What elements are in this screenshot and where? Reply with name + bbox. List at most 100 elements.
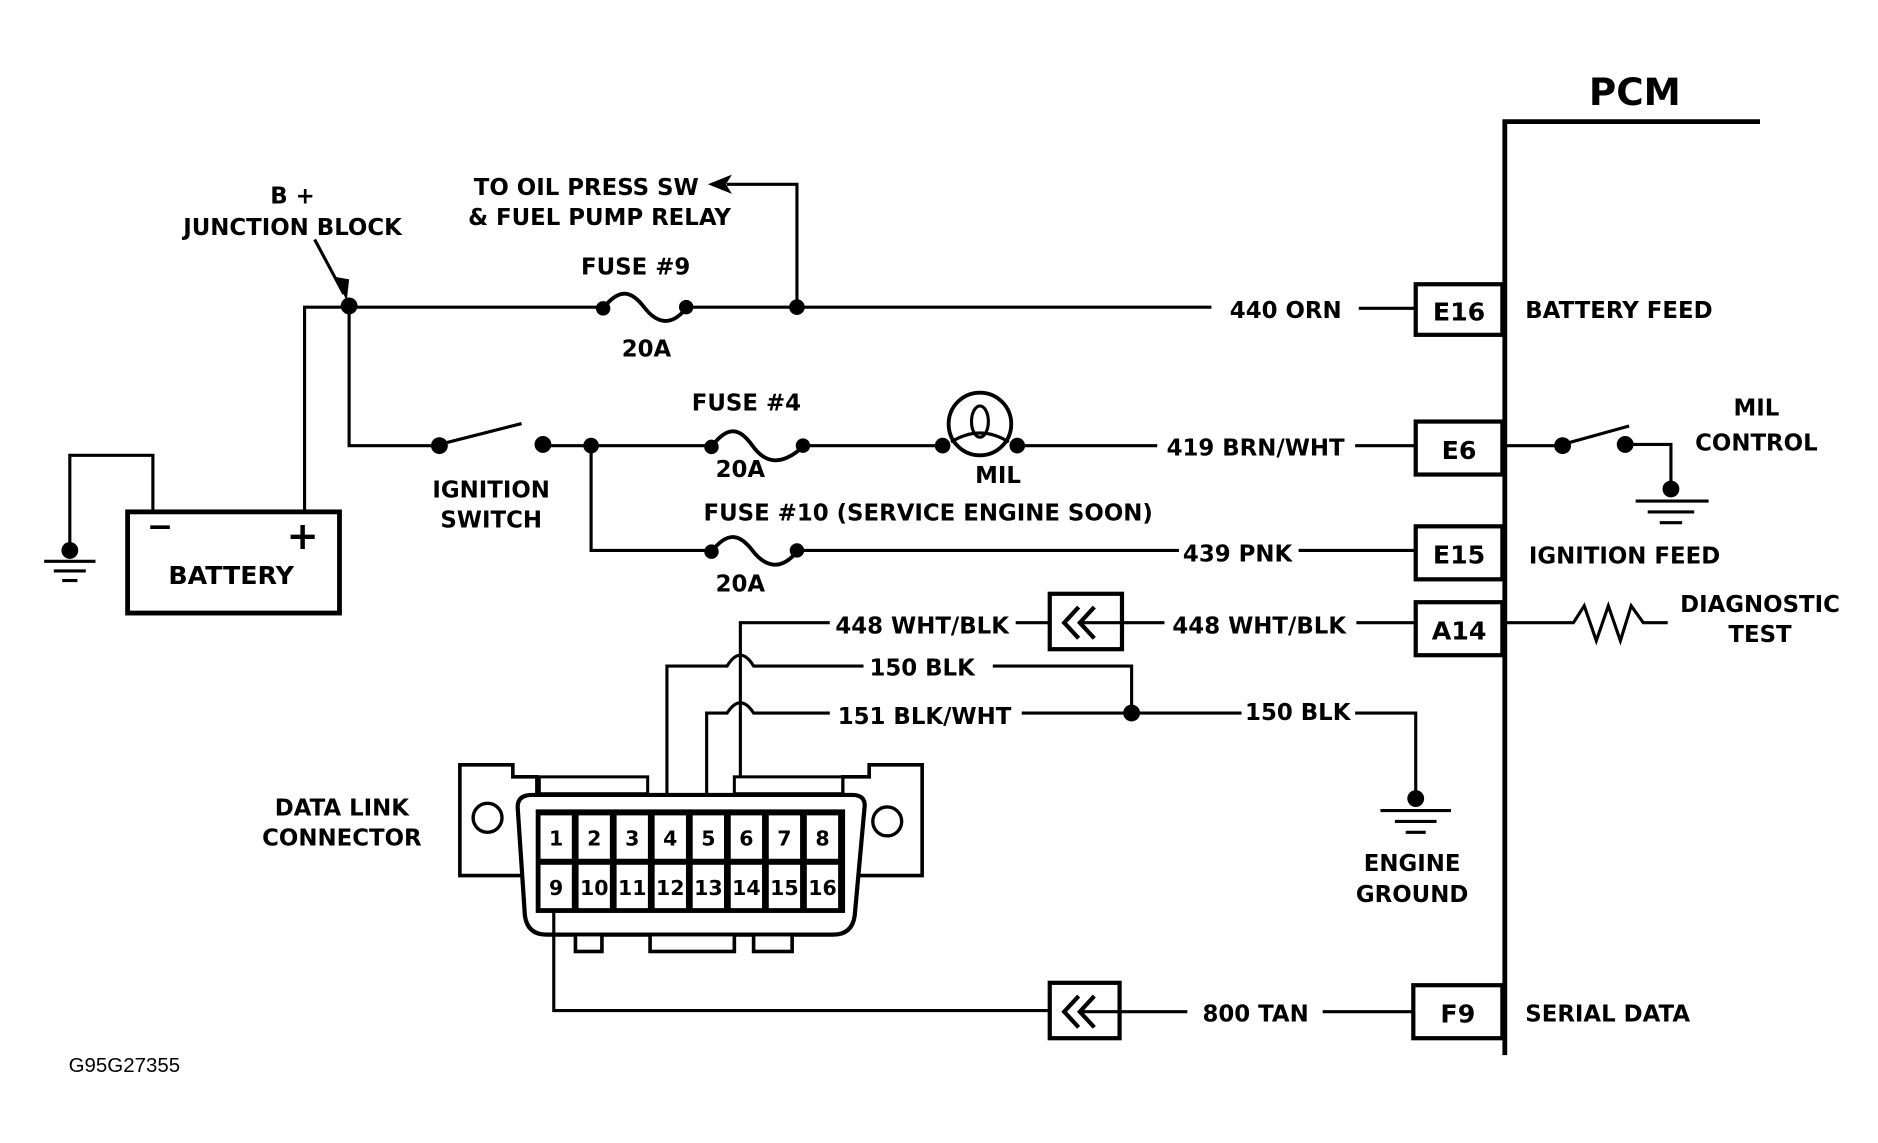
dlc-pin-5: 5 [692, 815, 724, 859]
fuse-4-rating: 20A [716, 457, 766, 483]
battery-feed-circuit: FUSE #9 20A TO OIL PRESS SW & FUEL PUMP … [347, 174, 1713, 363]
diagnostic-test-label-2: TEST [1728, 622, 1792, 648]
terminal-e15-id: E15 [1433, 541, 1485, 570]
fuse-10-label: FUSE #10 (SERVICE ENGINE SOON) [703, 500, 1152, 526]
fuse-9-rating: 20A [622, 337, 672, 363]
wire-dlc-pin6 [738, 621, 830, 827]
terminal-f9-function: SERIAL DATA [1525, 1001, 1690, 1027]
dlc-pin-number: 7 [777, 827, 791, 851]
dlc-pin-number: 1 [549, 827, 563, 851]
wire-440-label: 440 ORN [1230, 298, 1342, 324]
wire-dlc-pin9 [552, 910, 1052, 1013]
dlc-mount-hole-left [471, 801, 504, 834]
terminal-a14 [1413, 600, 1505, 658]
dlc-pin-8: 8 [806, 815, 839, 859]
ground-circuit: 150 BLK 151 BLK/WHT 150 BLK ENGINE GROUN… [665, 653, 1468, 908]
wire-segment [992, 664, 1134, 715]
terminal-a14-id: A14 [1432, 617, 1487, 646]
terminal-e16 [1413, 282, 1505, 337]
dlc-pin-14: 14 [730, 864, 763, 909]
dlc-pin-12: 12 [654, 864, 686, 909]
dlc-pin-number: 2 [587, 827, 601, 851]
dlc-pin-1: 1 [540, 815, 572, 859]
pcm-outline [1502, 119, 1761, 1056]
pcm-title: PCM [1589, 70, 1681, 114]
ignition-switch-label: IGNITION [432, 477, 550, 503]
dlc-pin-number: 4 [663, 827, 677, 851]
wire-419-label: 419 BRN/WHT [1167, 435, 1345, 461]
battery-body [125, 509, 342, 616]
battery-negative-wire [68, 453, 155, 551]
splice-dot [1123, 704, 1141, 722]
dlc-pin-3: 3 [616, 815, 648, 859]
dlc-pin-6: 6 [730, 815, 763, 859]
wire-segment [347, 305, 438, 448]
wire-800-label: 800 TAN [1202, 1001, 1308, 1027]
figure-id: G95G27355 [69, 1054, 181, 1077]
battery-positive-terminal: + [287, 514, 319, 559]
arrow-left-icon [707, 174, 732, 194]
mil-ground-icon [1635, 480, 1709, 525]
wire-448-label-right: 448 WHT/BLK [1172, 614, 1347, 640]
dlc-tab [573, 932, 604, 954]
dlc-pin-number: 5 [701, 827, 715, 851]
dlc-pin-11: 11 [616, 864, 648, 909]
dlc-pin-13: 13 [692, 864, 724, 909]
dlc-label-2: CONNECTOR [262, 826, 422, 852]
wire-segment [589, 444, 712, 552]
battery-positive-wire [303, 305, 351, 514]
terminal-e16-function: BATTERY FEED [1525, 298, 1712, 324]
engine-ground-label: ENGINE [1364, 851, 1461, 877]
dlc-pin-16: 16 [806, 864, 839, 909]
wire-dlc-pin4 [665, 653, 864, 827]
dlc-pin-number: 12 [656, 876, 684, 900]
terminal-f9-id: F9 [1440, 1000, 1475, 1029]
dlc-pin-number: 16 [808, 876, 836, 900]
dlc-pin-number: 14 [732, 876, 760, 900]
dlc-mount-hole-right [871, 805, 904, 838]
terminal-f9 [1411, 983, 1505, 1041]
oil-press-branch-wire [726, 182, 799, 309]
diagnostic-test-circuit: 448 WHT/BLK 448 WHT/BLK A14 DIAGNOSTIC T… [738, 591, 1840, 827]
fuse-10-rating: 20A [716, 571, 766, 597]
ignition-feed-circuit: FUSE #10 (SERVICE ENGINE SOON) 20A 439 P… [589, 444, 1720, 597]
dlc-ridge [537, 775, 650, 796]
dlc-pin-number: 6 [739, 827, 753, 851]
mil-control-switch-icon [1554, 424, 1634, 455]
dlc-pin-number: 13 [694, 876, 722, 900]
terminal-e16-id: E16 [1433, 297, 1485, 326]
battery-ground-icon [44, 541, 96, 583]
dlc-tab [648, 932, 737, 954]
mil-lamp-icon [934, 390, 1026, 458]
fuse-10-icon [704, 535, 805, 567]
wire-dlc-pin5 [705, 701, 830, 827]
fuse-4-label: FUSE #4 [692, 391, 801, 417]
junction-block: B + JUNCTION BLOCK [181, 184, 403, 315]
dlc-pin-4: 4 [654, 815, 686, 859]
terminal-e15-function: IGNITION FEED [1529, 544, 1720, 570]
wire-150-label-left: 150 BLK [869, 656, 976, 682]
wire-448-label-left: 448 WHT/BLK [835, 614, 1010, 640]
fuse-9-icon [595, 291, 694, 323]
fuel-pump-relay-label: & FUEL PUMP RELAY [468, 205, 731, 231]
oil-press-label: TO OIL PRESS SW [474, 175, 699, 201]
dlc-pin-15: 15 [768, 864, 801, 909]
engine-ground-icon [1380, 790, 1451, 834]
dlc-tab [751, 932, 794, 954]
dlc-ridge [732, 775, 845, 796]
wire-segment [1355, 711, 1418, 799]
inline-connector-icon [1047, 591, 1125, 652]
battery: − + BATTERY [44, 305, 351, 616]
serial-data-circuit: 800 TAN F9 SERIAL DATA [552, 910, 1690, 1041]
fuse-4-icon [704, 429, 811, 463]
mil-control-label-2: CONTROL [1695, 430, 1818, 456]
mil-label: MIL [975, 463, 1021, 489]
diagnostic-test-label: DIAGNOSTIC [1680, 592, 1840, 618]
battery-label: BATTERY [168, 561, 294, 590]
wire-439-label: 439 PNK [1183, 541, 1294, 567]
terminal-e6 [1413, 419, 1505, 477]
ignition-switch-icon [430, 422, 552, 455]
